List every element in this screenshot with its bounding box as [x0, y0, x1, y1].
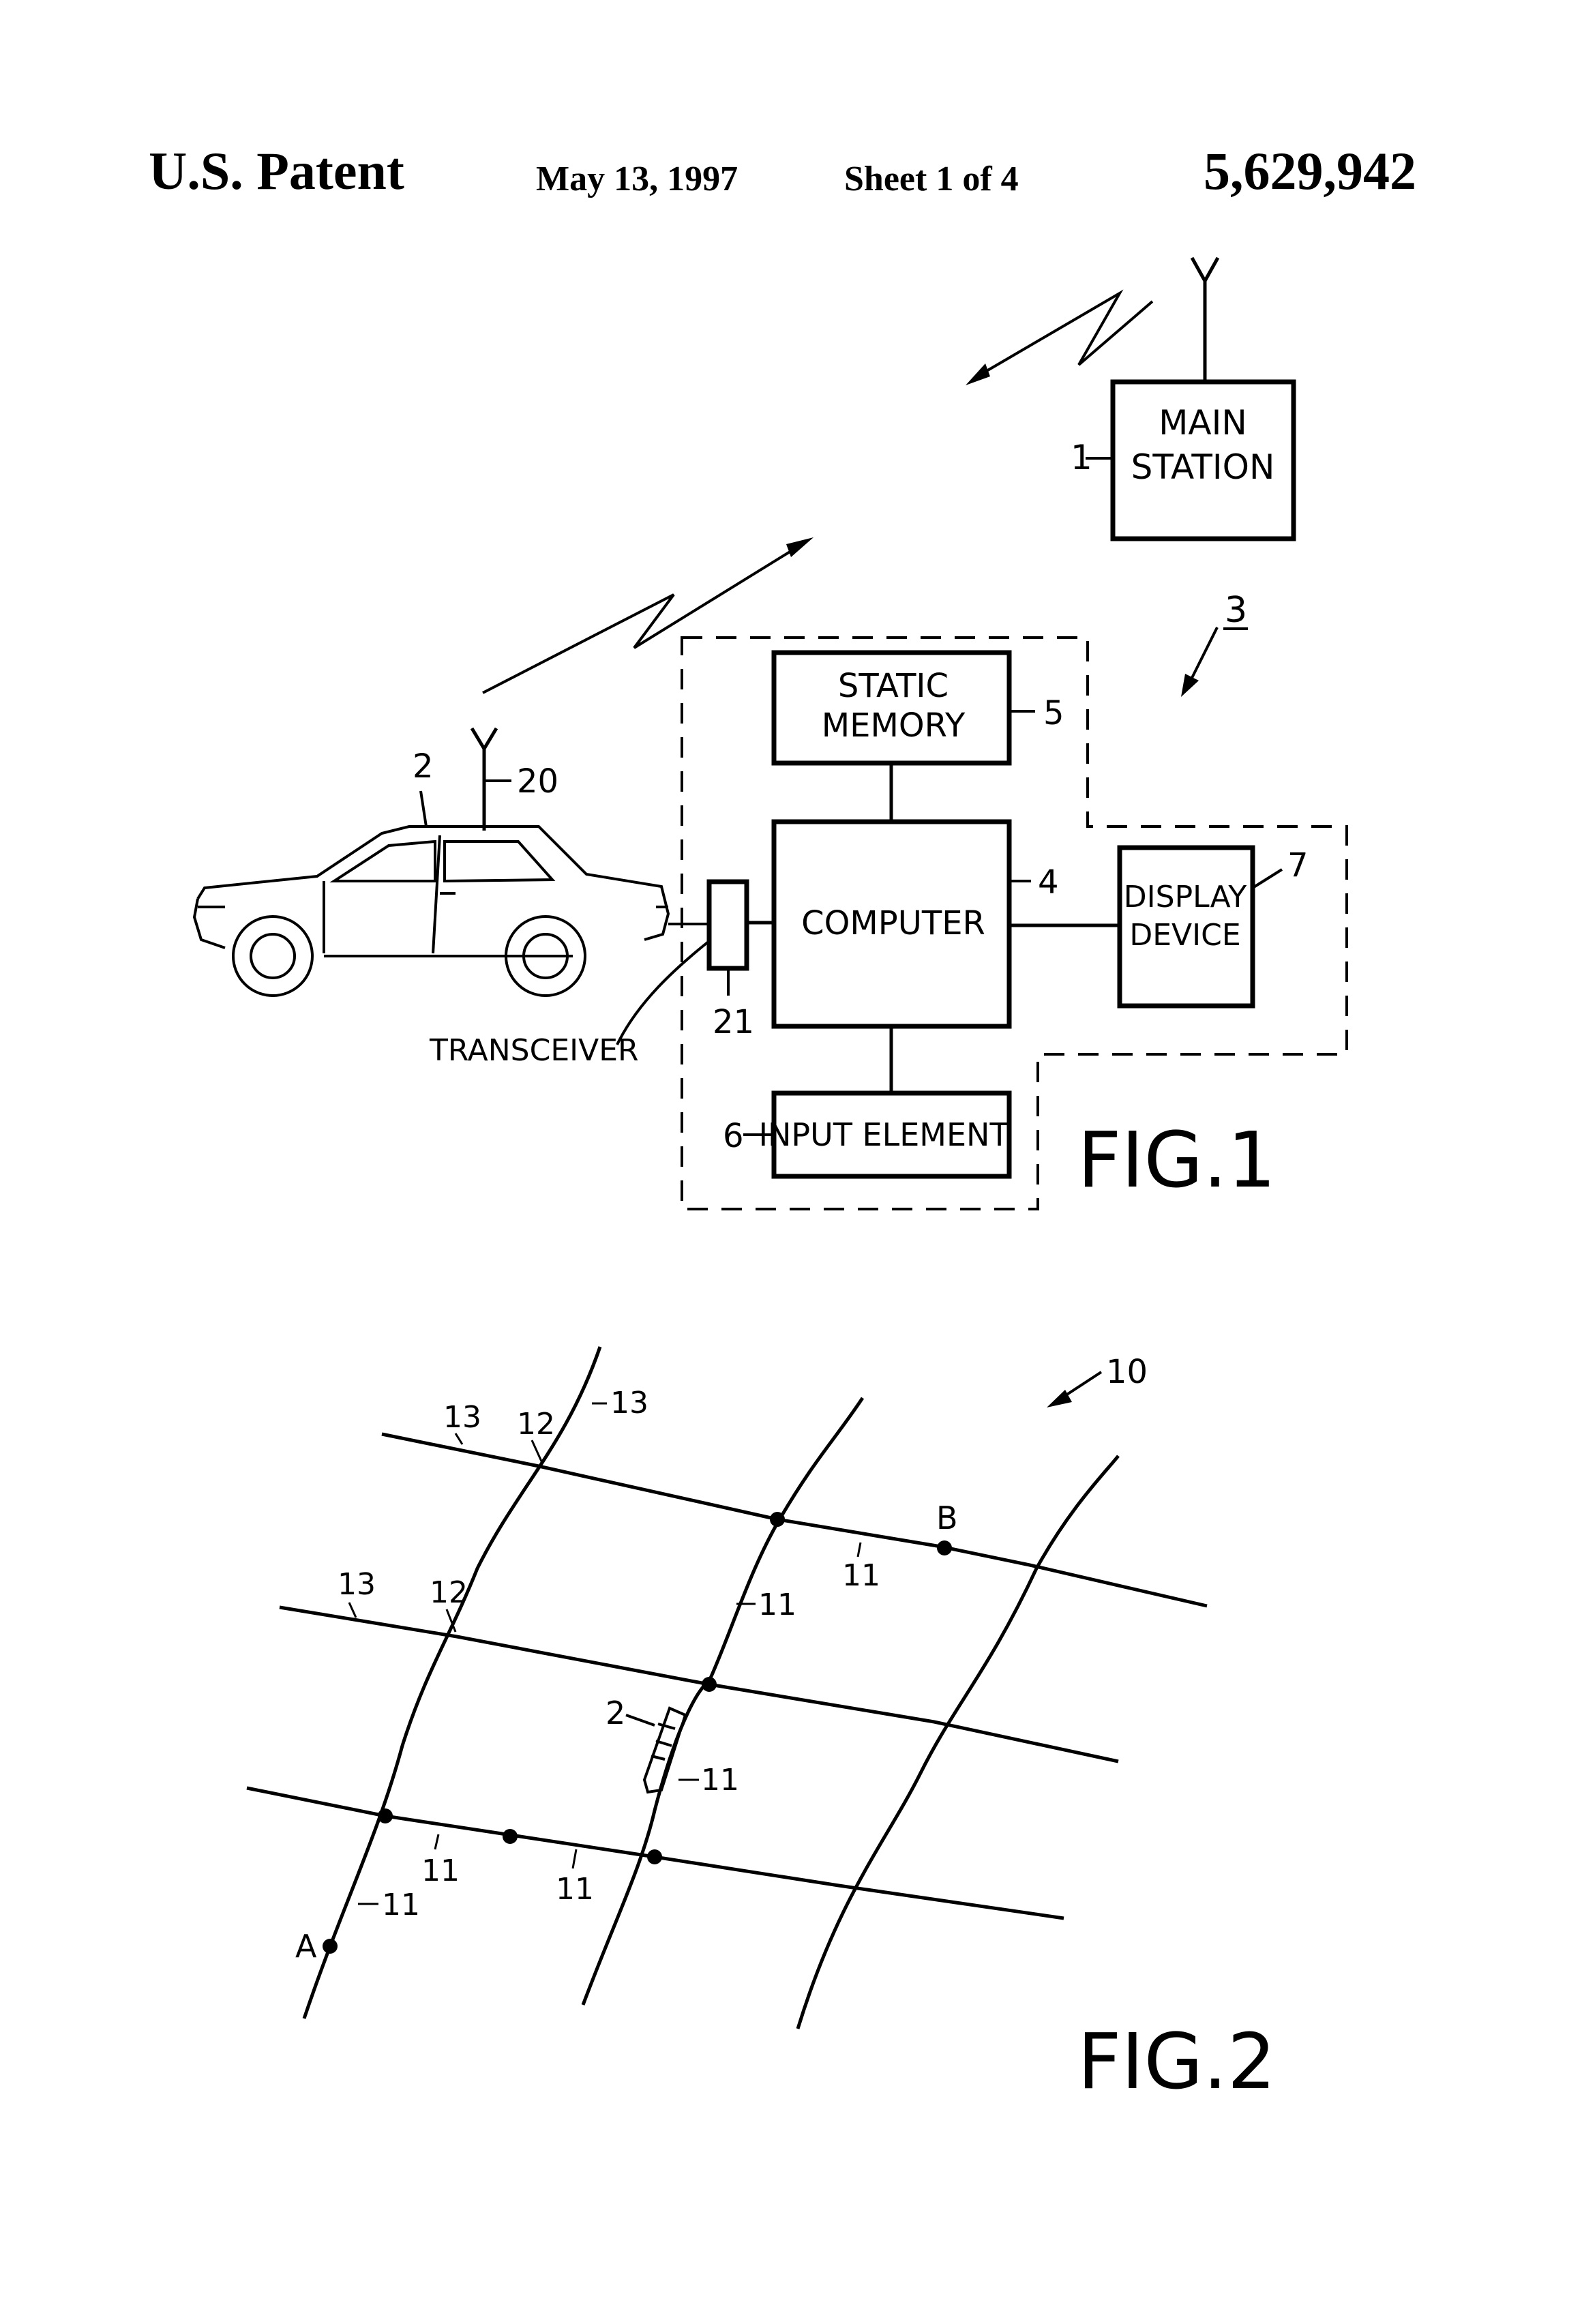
- ref-segment: 11: [421, 1853, 460, 1888]
- leader-transceiver-label: [617, 941, 709, 1045]
- leader-segment: [858, 1543, 861, 1557]
- ref-computer: 4: [1038, 863, 1059, 902]
- ref-segment: 11: [842, 1558, 880, 1593]
- network-node: [378, 1808, 393, 1823]
- network-node: [647, 1849, 662, 1864]
- pointer-network: [1047, 1372, 1101, 1407]
- figure-2-caption: FIG.2: [1077, 2018, 1276, 2106]
- main-station-antenna: [1192, 258, 1218, 382]
- point-b-label: B: [936, 1500, 958, 1536]
- leader-vehicle: [421, 791, 426, 826]
- network-node: [770, 1512, 785, 1527]
- display-device-label: DISPLAY: [1124, 880, 1247, 914]
- ref-road: 13: [338, 1567, 376, 1602]
- ref-segment: 11: [701, 1763, 739, 1798]
- main-station-label: MAIN: [1159, 403, 1247, 443]
- leader-segment: [573, 1849, 576, 1868]
- ref-vehicle: 2: [413, 747, 434, 786]
- ref-input-element: 6: [723, 1117, 744, 1155]
- ref-onboard-system: 3: [1225, 590, 1247, 631]
- leader-vehicle-on-map: [626, 1715, 655, 1725]
- ref-segment: 11: [758, 1588, 796, 1622]
- network-node: [323, 1939, 338, 1954]
- network-node: [937, 1540, 952, 1555]
- ref-vehicle-on-map: 2: [606, 1695, 625, 1731]
- ref-network: 10: [1106, 1353, 1148, 1391]
- main-station-label: STATION: [1131, 447, 1275, 487]
- road-network-horizontal: [247, 1434, 1207, 1918]
- leader-node: [532, 1440, 542, 1463]
- static-memory-label: MEMORY: [822, 706, 966, 745]
- radio-link-downlink: [966, 293, 1152, 385]
- figure-1: MAIN STATION 1 3 STATIC MEMORY 5: [194, 258, 1347, 1209]
- leader-display: [1253, 869, 1282, 888]
- ref-road: 13: [443, 1400, 481, 1435]
- radio-link-uplink: [483, 537, 814, 693]
- road-vertical: [798, 1456, 1118, 2029]
- network-node: [503, 1829, 518, 1844]
- ref-static-memory: 5: [1043, 694, 1064, 732]
- ref-segment: 11: [556, 1872, 594, 1907]
- input-element-label: INPUT ELEMENT: [758, 1116, 1009, 1153]
- ref-node: 12: [430, 1575, 468, 1610]
- display-device-label: DEVICE: [1129, 918, 1240, 953]
- point-a-label: A: [295, 1928, 317, 1965]
- ref-segment: 11: [382, 1888, 420, 1922]
- ref-display: 7: [1287, 846, 1309, 884]
- ref-transceiver: 21: [713, 1003, 754, 1041]
- leader-segment: [435, 1834, 438, 1849]
- ref-road: 13: [610, 1386, 648, 1420]
- leader-road: [456, 1433, 462, 1444]
- vehicle-side-view: [194, 826, 709, 996]
- figure-1-caption: FIG.1: [1077, 1116, 1276, 1205]
- static-memory-label: STATIC: [838, 667, 949, 705]
- network-node: [702, 1677, 717, 1692]
- pointer-onboard-system: [1181, 627, 1217, 697]
- transceiver-box: [709, 882, 747, 968]
- transceiver-label: TRANSCEIVER: [429, 1033, 639, 1068]
- ref-node: 12: [517, 1407, 555, 1442]
- computer-label: COMPUTER: [801, 904, 985, 942]
- ref-antenna: 20: [517, 762, 558, 801]
- leader-road: [349, 1603, 356, 1618]
- figure-2: 10 A B: [247, 1347, 1276, 2106]
